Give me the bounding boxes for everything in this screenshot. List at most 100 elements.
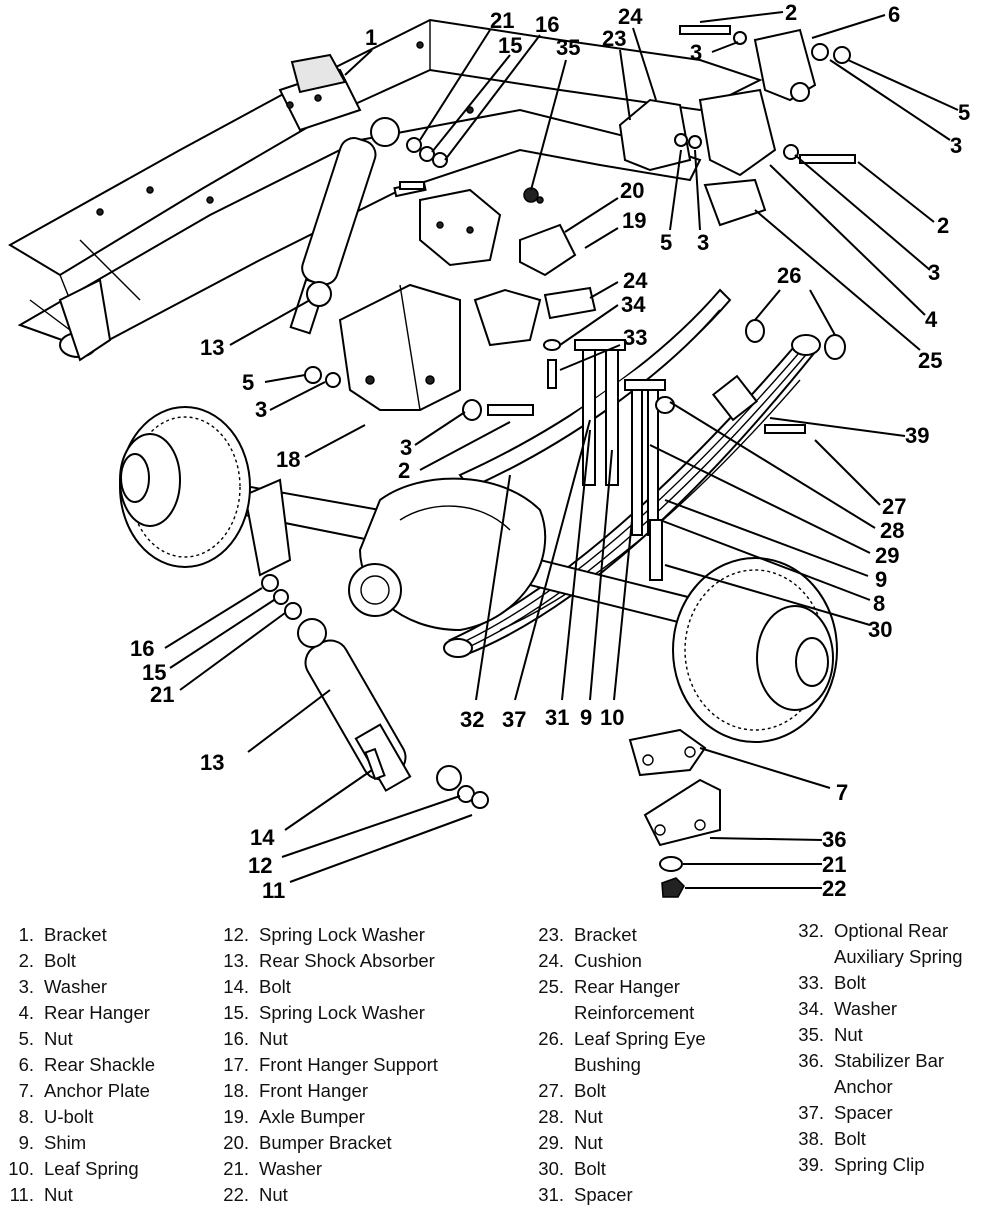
legend-item-number: 18. bbox=[223, 1080, 249, 1101]
legend-item: 20.Bumper Bracket bbox=[215, 1130, 438, 1156]
stabilizer-bar-anchor-36 bbox=[643, 778, 721, 898]
legend-item: 35. Nut bbox=[790, 1022, 963, 1048]
bracket-1 bbox=[278, 53, 362, 132]
legend-item-number: 36. bbox=[798, 1050, 824, 1071]
legend-item-label: Spacer bbox=[574, 1184, 633, 1205]
legend-item: 30. Bolt bbox=[530, 1156, 706, 1182]
callout-8: 8 bbox=[873, 591, 885, 616]
legend-item-label: Nut bbox=[259, 1028, 288, 1049]
legend-item-label: Rear Hanger bbox=[574, 976, 680, 997]
legend-item-label: Leaf Spring bbox=[44, 1158, 139, 1179]
legend-item: 10.Leaf Spring bbox=[0, 1156, 155, 1182]
legend-item: 29. Nut bbox=[530, 1130, 706, 1156]
legend-item-number: 13. bbox=[223, 950, 249, 971]
legend-item-label: U-bolt bbox=[44, 1106, 94, 1127]
callout-7: 7 bbox=[836, 780, 848, 805]
legend-item-label: Washer bbox=[259, 1158, 323, 1179]
legend-item-label: Cushion bbox=[574, 950, 642, 971]
callout-10: 10 bbox=[600, 705, 624, 730]
legend-item-number: 7. bbox=[18, 1080, 34, 1101]
legend-item: 2.Bolt bbox=[0, 948, 155, 974]
bumper-bracket-20 bbox=[473, 223, 597, 347]
legend-item-label: Nut bbox=[44, 1028, 73, 1049]
callout-13: 13 bbox=[200, 750, 224, 775]
legend-item-number: 28. bbox=[538, 1106, 564, 1127]
callout-22: 22 bbox=[822, 876, 846, 900]
leader-lines bbox=[164, 11, 959, 889]
callout-3: 3 bbox=[950, 133, 962, 158]
legend-item: 38. Bolt bbox=[790, 1126, 963, 1152]
callout-5: 5 bbox=[242, 370, 254, 395]
callout-19: 19 bbox=[622, 208, 646, 233]
legend-item-number: 26. bbox=[538, 1028, 564, 1049]
legend-item: 5.Nut bbox=[0, 1026, 155, 1052]
callout-15: 15 bbox=[142, 660, 166, 685]
legend-item: 37. Spacer bbox=[790, 1100, 963, 1126]
legend-item-label: Spring Lock Washer bbox=[259, 1002, 425, 1023]
legend-item-number: 3. bbox=[18, 976, 34, 997]
callout-33: 33 bbox=[623, 325, 647, 350]
legend-item-label: Leaf Spring Eye bbox=[574, 1028, 706, 1049]
legend-item: 31.Spacer bbox=[530, 1182, 706, 1208]
legend-item: 17.Front Hanger Support bbox=[215, 1052, 438, 1078]
legend-item-number: 32. bbox=[798, 920, 824, 941]
legend-item-label: Washer bbox=[834, 998, 898, 1019]
legend-item-number: 23. bbox=[538, 924, 564, 945]
legend-item-label: Bushing bbox=[574, 1054, 641, 1075]
callout-21: 21 bbox=[490, 8, 514, 33]
anchor-plate-7 bbox=[628, 728, 707, 777]
legend-item-label: Anchor Plate bbox=[44, 1080, 150, 1101]
legend-item-number: 35. bbox=[798, 1024, 824, 1045]
legend-item-label: Bolt bbox=[834, 1128, 866, 1149]
legend-item-label: Nut bbox=[259, 1184, 288, 1205]
legend-item: 33.Bolt bbox=[790, 970, 963, 996]
callout-11: 11 bbox=[262, 878, 285, 900]
frame-rails bbox=[8, 18, 763, 362]
legend-item-label: Bracket bbox=[44, 924, 107, 945]
legend-item-label: Bolt bbox=[574, 1080, 606, 1101]
small-hardware bbox=[304, 137, 806, 434]
callout-3: 3 bbox=[400, 435, 412, 460]
u-bolts-8 bbox=[543, 339, 675, 581]
legend-item: 39.Spring Clip bbox=[790, 1152, 963, 1178]
callout-2: 2 bbox=[785, 0, 797, 25]
callout-35: 35 bbox=[556, 35, 580, 60]
legend-item-label: Washer bbox=[44, 976, 108, 997]
legend-item: 1.Bracket bbox=[0, 922, 155, 948]
legend-item: 4.Rear Hanger bbox=[0, 1000, 155, 1026]
legend-item-number: 29. bbox=[538, 1132, 564, 1153]
shock-hardware-16-15-21 bbox=[261, 574, 302, 620]
legend-item: 26. Leaf Spring Eye bbox=[530, 1026, 706, 1052]
left-brake-drum bbox=[119, 406, 251, 568]
legend-item-number: 38. bbox=[798, 1128, 824, 1149]
callout-numbers: 1 21 16 15 35 24 23 2 6 3 5 3 5 3 20 19 … bbox=[130, 0, 970, 900]
legend-item: 18.Front Hanger bbox=[215, 1078, 438, 1104]
right-brake-drum bbox=[672, 557, 838, 743]
callout-23: 23 bbox=[602, 26, 626, 51]
legend-item-number: 9. bbox=[18, 1132, 34, 1153]
legend-item: 8.U-bolt bbox=[0, 1104, 155, 1130]
legend-item-label: Bolt bbox=[259, 976, 291, 997]
upper-shock-absorber-13 bbox=[289, 117, 400, 335]
legend-item: 21.Washer bbox=[215, 1156, 438, 1182]
legend-item-label: Nut bbox=[574, 1106, 603, 1127]
legend-item-number: 39. bbox=[798, 1154, 824, 1175]
legend-item-label: Nut bbox=[574, 1132, 603, 1153]
legend-item-label: Nut bbox=[834, 1024, 863, 1045]
legend-item-number: 22. bbox=[223, 1184, 249, 1205]
callout-3: 3 bbox=[697, 230, 709, 255]
legend-item-number: 30. bbox=[538, 1158, 564, 1179]
front-hanger-support bbox=[393, 180, 502, 267]
legend-item-number: 34. bbox=[798, 998, 824, 1019]
callout-14: 14 bbox=[250, 825, 275, 850]
legend-item: Auxiliary Spring bbox=[790, 944, 963, 970]
legend-item-number: 12. bbox=[223, 924, 249, 945]
legend-item-label: Spacer bbox=[834, 1102, 893, 1123]
legend-item: 12.Spring Lock Washer bbox=[215, 922, 438, 948]
legend-item-number: 37. bbox=[798, 1102, 824, 1123]
legend-item-label: Bolt bbox=[574, 1158, 606, 1179]
